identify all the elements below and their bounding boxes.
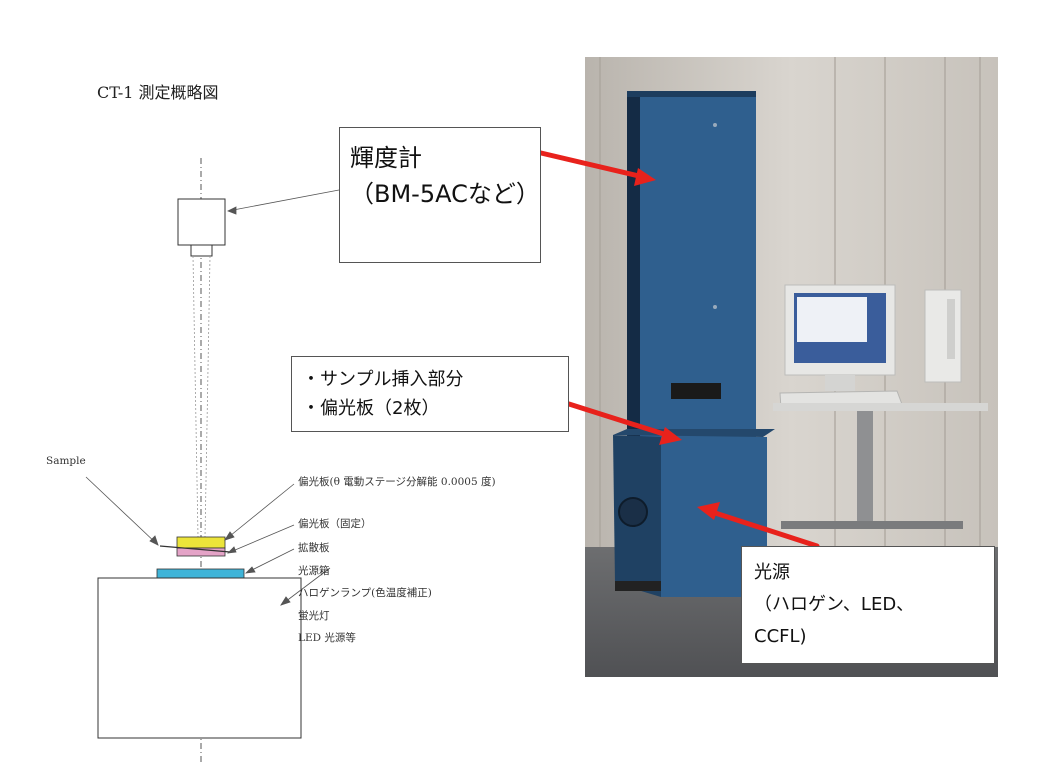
tower-top xyxy=(627,91,756,97)
callout-luminance-meter: 輝度計 （BM-5ACなど） xyxy=(339,127,541,263)
leader-diffuser xyxy=(245,548,295,574)
diagram-title: CT-1 測定概略図 xyxy=(97,83,219,102)
arrowhead-sample-section xyxy=(659,427,682,445)
label-diffuser: 拡散板 xyxy=(298,542,330,554)
sample-plate xyxy=(159,545,231,553)
arrowhead-luminance-meter xyxy=(634,168,656,186)
callout-light-source-line1: 光源 xyxy=(754,562,790,583)
arrow-light-source xyxy=(706,508,820,549)
label-led: LED 光源等 xyxy=(298,632,356,644)
tower-nameplate xyxy=(671,383,721,399)
tower-side xyxy=(627,93,640,473)
luminance-meter-lens xyxy=(190,244,213,257)
light-source-box xyxy=(97,577,302,739)
callout-sample-section-line2: ・偏光板（2枚） xyxy=(302,398,440,419)
leader-polarizer-motor xyxy=(224,483,295,541)
label-polarizer-motorized: 偏光板(θ 電動ステージ分解能 0.0005 度) xyxy=(298,476,496,488)
table-top xyxy=(773,403,988,411)
leader-light-box xyxy=(280,567,331,606)
label-sample: Sample xyxy=(46,455,86,467)
callout-light-source-line3: CCFL) xyxy=(754,626,807,647)
leader-sample-arrowhead xyxy=(149,535,159,546)
leader-polarizer-fixed-arrowhead xyxy=(226,546,237,554)
callout-light-source: 光源 （ハロゲン、LED、 CCFL) xyxy=(741,546,995,664)
label-fluorescent: 蛍光灯 xyxy=(298,610,330,622)
leader-sample xyxy=(85,476,159,546)
arrow-luminance-meter xyxy=(538,150,646,180)
tower-front xyxy=(640,93,756,467)
view-cone-right xyxy=(204,255,211,538)
callout-light-source-line2: （ハロゲン、LED、 xyxy=(754,594,915,615)
label-polarizer-fixed: 偏光板（固定） xyxy=(298,518,372,530)
callout-sample-section: ・サンプル挿入部分 ・偏光板（2枚） xyxy=(291,356,569,432)
leader-polarizer-motor-arrowhead xyxy=(224,531,235,541)
table-post xyxy=(857,411,873,521)
callout-luminance-meter-line1: 輝度計 xyxy=(350,144,422,172)
tower-screw xyxy=(713,123,717,127)
arrow-sample-section xyxy=(566,401,673,439)
base-fan xyxy=(618,497,648,527)
luminance-meter-body xyxy=(177,198,226,246)
view-cone-left xyxy=(192,255,199,538)
leader-polarizer-fixed xyxy=(227,524,295,554)
arrowhead-light-source xyxy=(697,502,720,520)
leader-light-box-arrowhead xyxy=(280,596,291,606)
measurement-schematic xyxy=(85,158,340,765)
leader-diffuser-arrowhead xyxy=(244,566,256,574)
callout-luminance-meter-line2: （BM-5ACなど） xyxy=(350,180,540,208)
label-halogen: ハロゲンランプ(色温度補正) xyxy=(298,587,432,599)
callout-sample-section-line1: ・サンプル挿入部分 xyxy=(302,369,464,390)
label-light-source-box: 光源箱 xyxy=(298,565,330,577)
leader-meter-arrowhead xyxy=(227,206,237,215)
leader-meter xyxy=(227,189,340,212)
table-base xyxy=(781,521,963,529)
